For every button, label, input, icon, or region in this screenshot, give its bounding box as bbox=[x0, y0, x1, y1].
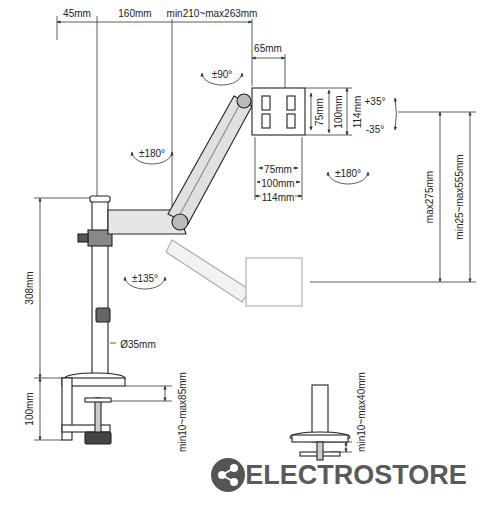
dimension-holder: 75mm bbox=[263, 159, 293, 177]
dimension-holder: 114mm bbox=[261, 187, 296, 205]
dimension-holder: +35° bbox=[364, 91, 387, 109]
dimension-label: 100mm bbox=[260, 178, 295, 189]
dimension-holder: min10~max40mm bbox=[351, 371, 369, 453]
dimension-label: 45mm bbox=[62, 8, 92, 19]
dimension-holder: max275mm bbox=[419, 170, 437, 224]
dimension-label: -35° bbox=[365, 124, 385, 135]
dimension-holder: 75mm bbox=[309, 97, 327, 127]
dimension-holder: ±90° bbox=[211, 64, 234, 82]
dimension-label: 308mm bbox=[24, 270, 35, 305]
dimension-label: 100mm bbox=[333, 94, 344, 129]
dimension-holder: -35° bbox=[365, 119, 385, 137]
dimension-label: max275mm bbox=[424, 170, 435, 224]
dimension-holder: 100mm bbox=[19, 391, 37, 426]
dimension-label: 75mm bbox=[263, 164, 293, 175]
dimension-label: 65mm bbox=[253, 43, 283, 54]
watermark-icon bbox=[211, 458, 245, 492]
dimension-holder: ±135° bbox=[131, 268, 159, 286]
dimension-holder: 160mm bbox=[117, 3, 152, 21]
dimension-holder: min210~max263mm bbox=[166, 3, 259, 21]
dimension-label: 114mm bbox=[352, 95, 363, 130]
dimension-holder: 45mm bbox=[62, 3, 92, 21]
watermark-holder: ELECTROSTORE bbox=[244, 460, 468, 490]
dimension-label: +35° bbox=[364, 96, 387, 107]
dimension-label: ±90° bbox=[211, 69, 234, 80]
dimension-holder: min10~max85mm bbox=[172, 371, 190, 453]
dimension-label: 114mm bbox=[261, 192, 296, 203]
dimension-label: ±135° bbox=[131, 273, 159, 284]
dimension-holder: min25~max555mm bbox=[449, 153, 467, 240]
dimension-label: 75mm bbox=[314, 97, 325, 127]
dimension-label: 100mm bbox=[24, 391, 35, 426]
rotation-arrows bbox=[125, 73, 396, 289]
dimension-holder: ±180° bbox=[334, 163, 362, 181]
dimension-label: min10~max85mm bbox=[177, 371, 188, 453]
watermark: ELECTROSTORE bbox=[244, 460, 468, 490]
dimension-holder: 308mm bbox=[19, 270, 37, 305]
dimension-label: Ø35mm bbox=[119, 339, 157, 350]
dimension-holder: 114mm bbox=[347, 95, 365, 130]
dimension-holder: 100mm bbox=[260, 173, 295, 191]
dimension-label: min210~max263mm bbox=[166, 8, 259, 19]
dimension-lines bbox=[34, 16, 476, 452]
dimension-label: 160mm bbox=[117, 8, 152, 19]
arm bbox=[108, 88, 305, 306]
dimension-label: min25~max555mm bbox=[454, 153, 465, 240]
dimension-holder: 65mm bbox=[253, 38, 283, 56]
dimension-holder: ±180° bbox=[138, 143, 166, 161]
dimension-holder: Ø35mm bbox=[119, 334, 157, 352]
dimension-label: min10~max40mm bbox=[356, 371, 367, 453]
dimension-holder: 100mm bbox=[328, 94, 346, 129]
dimension-label: ±180° bbox=[138, 148, 166, 159]
dimension-label: ±180° bbox=[334, 168, 362, 179]
grommet-mount bbox=[290, 385, 350, 460]
